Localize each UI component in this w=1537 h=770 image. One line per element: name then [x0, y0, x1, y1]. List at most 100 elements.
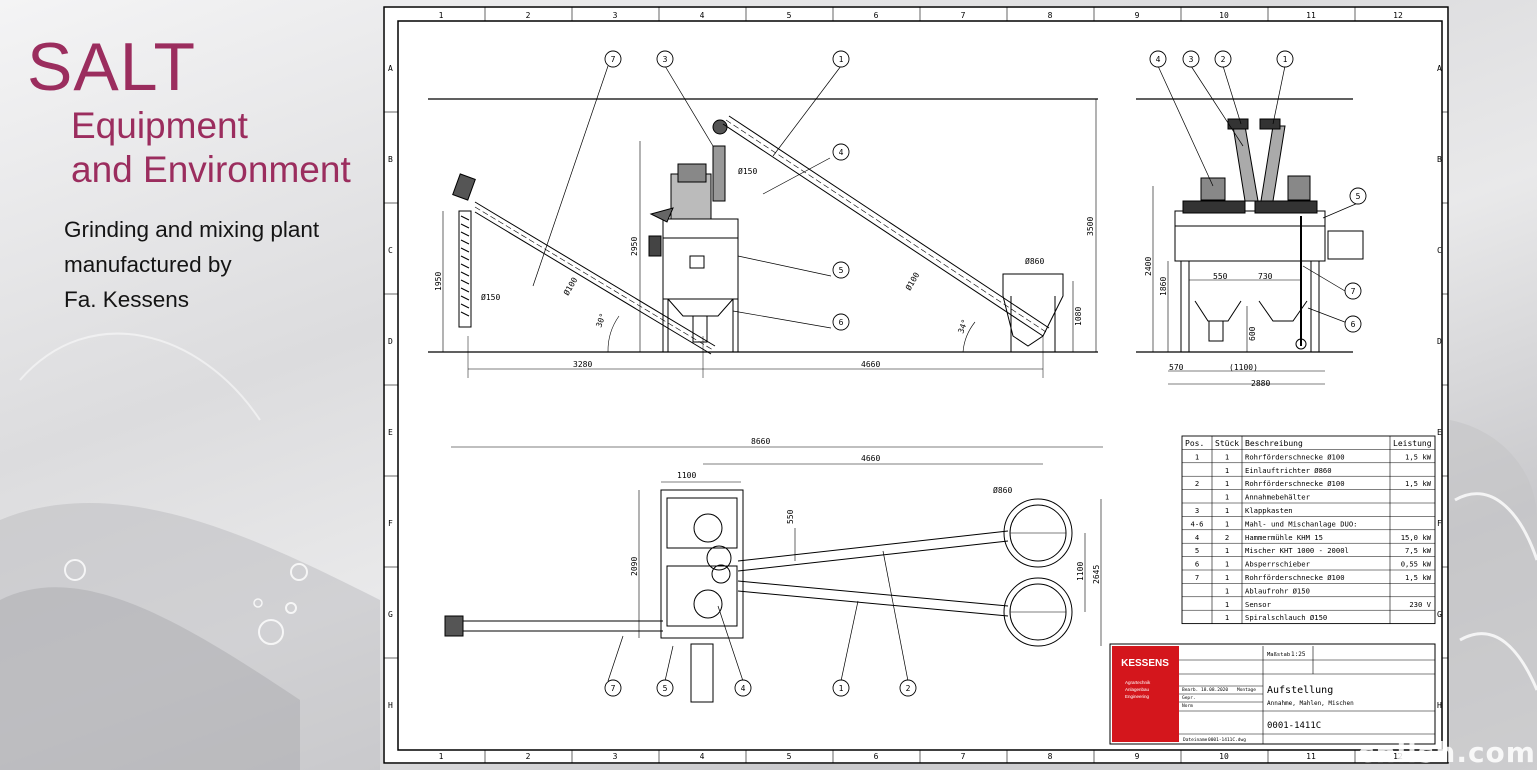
dim-label: 1860 [1159, 277, 1168, 296]
balloon-label: 5 [1356, 192, 1361, 201]
parts-cell: 1 [1225, 586, 1229, 595]
dim-label: 2645 [1092, 565, 1101, 584]
parts-cell: 1 [1195, 452, 1199, 461]
balloon-circle [604, 679, 622, 697]
grid-column-label: 12 [1393, 752, 1403, 761]
balloon-circle [899, 679, 917, 697]
balloon-circle [1344, 282, 1362, 300]
parts-cell: 230 V [1409, 600, 1431, 609]
parts-cell: Einlauftrichter Ø860 [1245, 466, 1332, 475]
side-view [428, 65, 1098, 378]
grid-column-label: 1 [439, 11, 444, 20]
dim-label: 1080 [1074, 307, 1083, 326]
balloon-label: 5 [839, 266, 844, 275]
grid-column-label: 5 [787, 11, 792, 20]
balloon-label: 4 [839, 148, 844, 157]
parts-cell: 1 [1225, 560, 1229, 569]
dim-label: 3280 [573, 360, 592, 369]
parts-cell: Rohrförderschnecke Ø100 [1245, 573, 1345, 582]
plan-view-dimensions: 8660 4660 1100 Ø860 550 2090 1100 2645 [630, 437, 1101, 584]
grid-column-label: 3 [613, 11, 618, 20]
dim-label: Ø150 [738, 166, 757, 176]
grid-column-label: 12 [1393, 11, 1403, 20]
parts-cell: Rohrförderschnecke Ø100 [1245, 479, 1345, 488]
parts-cell: 1 [1225, 493, 1229, 502]
dim-label: (1100) [1229, 363, 1258, 372]
parts-cell: 1 [1225, 613, 1229, 622]
grid-row-label: B [1437, 155, 1442, 164]
balloon-label: 1 [839, 55, 844, 64]
grid-row-label: B [388, 155, 393, 164]
parts-cell: 6 [1195, 560, 1199, 569]
brand-bullet: Engineering [1125, 694, 1150, 699]
parts-cell: Absperrschieber [1245, 560, 1311, 569]
balloon-circle [832, 261, 850, 279]
grid-column-label: 5 [787, 752, 792, 761]
grid-column-label: 7 [961, 752, 966, 761]
parts-cell: 7,5 kW [1405, 546, 1432, 555]
dim-label: 2090 [630, 557, 639, 576]
parts-cell: 4 [1195, 533, 1199, 542]
balloon-label: 7 [611, 55, 616, 64]
grid-column-label: 10 [1219, 752, 1229, 761]
balloon-circle [1349, 187, 1367, 205]
balloon-label: 7 [611, 684, 616, 693]
parts-cell: 7 [1195, 573, 1199, 582]
balloon-circle [656, 50, 674, 68]
grid-row-label: D [1437, 337, 1442, 346]
drawing-title: Aufstellung [1267, 685, 1333, 696]
balloon-label: 5 [663, 684, 668, 693]
parts-cell: 1,5 kW [1405, 452, 1432, 461]
dim-label: 730 [1258, 272, 1273, 281]
grid-column-label: 8 [1048, 11, 1053, 20]
balloon-circle [832, 143, 850, 161]
parts-cell: 1 [1225, 546, 1229, 555]
parts-cell: 1 [1225, 573, 1229, 582]
file-value: 0001-1411C.dwg [1208, 737, 1246, 743]
parts-cell: Spiralschlauch Ø150 [1245, 613, 1327, 622]
grid-column-label: 4 [700, 11, 705, 20]
dim-label: 2880 [1251, 379, 1270, 388]
plan-view [444, 446, 1103, 703]
balloon-label: 4 [1156, 55, 1161, 64]
parts-cell: 2 [1225, 533, 1229, 542]
scale-label: Maßstab [1267, 652, 1290, 658]
parts-cell: 1 [1225, 519, 1229, 528]
name-value: Montage [1237, 687, 1256, 693]
grid-row-label: C [388, 246, 393, 255]
title-block: KESSENS Agrartechnik Anlagenbau Engineer… [1109, 643, 1436, 745]
dim-label: 1950 [434, 272, 443, 291]
balloon-label: 7 [1351, 287, 1356, 296]
parts-cell: 1 [1225, 600, 1229, 609]
dim-label: 4660 [861, 454, 880, 463]
dim-label: 1100 [677, 471, 696, 480]
dim-label: 570 [1169, 363, 1184, 372]
grid-row-label: A [1437, 64, 1442, 73]
dim-label: 3500 [1086, 217, 1095, 236]
dim-label: 550 [786, 509, 795, 524]
front-view [1136, 65, 1364, 385]
parts-cell: 15,0 kW [1401, 533, 1432, 542]
check-label: Gepr. [1182, 695, 1196, 701]
balloon-label: 4 [741, 684, 746, 693]
grid-column-label: 11 [1306, 752, 1316, 761]
dim-label: 4660 [861, 360, 880, 369]
description-line: Grinding and mixing plant [64, 217, 320, 242]
balloon-circle [1149, 50, 1167, 68]
grid-row-label: F [1437, 519, 1442, 528]
grid-row-label: A [388, 64, 393, 73]
parts-cell: 1 [1225, 479, 1229, 488]
dim-label: 550 [1213, 272, 1228, 281]
grid-column-label: 6 [874, 11, 879, 20]
grid-column-label: 2 [526, 752, 531, 761]
slide-description: Grinding and mixing plant manufactured b… [64, 212, 319, 317]
front-view-dimensions: 2400 1860 550 730 600 570 (1100) 2880 [1144, 257, 1273, 388]
grid-column-label: 9 [1135, 11, 1140, 20]
balloon-circle [832, 50, 850, 68]
